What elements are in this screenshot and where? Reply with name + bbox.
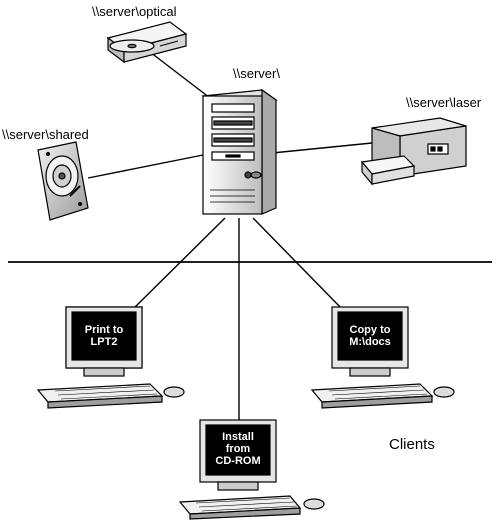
client-bottom-computer	[178, 419, 325, 520]
clients-heading: Clients	[389, 436, 435, 453]
link-laser	[271, 142, 373, 154]
client-left-screen-text: Print to LPT2	[78, 324, 130, 348]
connection-lines	[87, 51, 373, 420]
client-bottom-line2: from	[225, 443, 251, 455]
client-bottom-line3: CD-ROM	[215, 455, 261, 467]
server-tower-icon	[201, 88, 278, 215]
laser-label: \\server\laser	[406, 95, 482, 110]
client-right-line1: Copy to	[349, 324, 391, 336]
client-left-computer	[36, 306, 185, 409]
server-label: \\server\	[233, 66, 280, 81]
client-bottom-screen-text: Install from CD-ROM	[212, 431, 264, 467]
hard-disk-icon	[37, 141, 89, 221]
client-left-line2: LPT2	[90, 336, 118, 348]
link-shared	[87, 154, 204, 179]
client-bottom-line1: Install	[222, 431, 254, 443]
link-client-right	[252, 217, 346, 313]
client-right-screen-text: Copy to M:\docs	[344, 324, 396, 348]
link-client-left	[129, 217, 226, 313]
optical-drive-icon	[106, 21, 188, 64]
optical-label: \\server\optical	[92, 4, 177, 19]
client-left-line1: Print to	[84, 324, 124, 336]
link-optical	[149, 51, 211, 99]
shared-label: \\server\shared	[2, 127, 89, 142]
laser-printer-icon	[360, 117, 467, 186]
client-right-line2: M:\docs	[349, 336, 391, 348]
client-right-computer	[310, 306, 455, 409]
